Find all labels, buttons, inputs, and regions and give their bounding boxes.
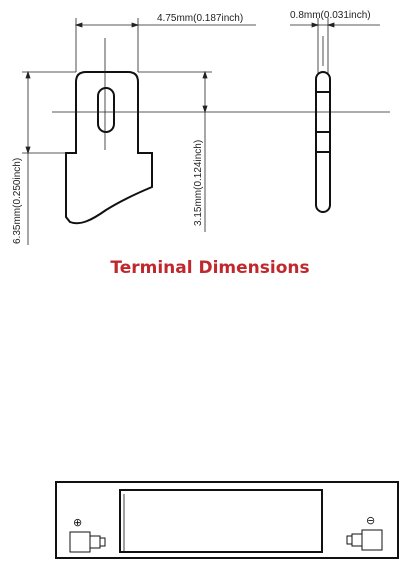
thickness-dimension-label: 0.8mm(0.031inch) [290,10,371,21]
terminal-slot-hole [97,87,115,133]
positive-terminal [69,531,106,553]
terminal-front-view [65,71,153,225]
terminal-side-view [315,71,331,213]
diagram-title: Terminal Dimensions [110,258,309,278]
battery-outer-case [55,481,399,559]
negative-terminal [346,529,383,551]
positive-terminal-symbol: ⊕ [73,516,82,529]
width-dimension [74,18,256,72]
total-height-dimension-label: 6.35mm(0.250inch) [12,158,23,244]
battery-top-view [55,481,399,559]
terminal-tab-outline [65,71,153,225]
battery-label-area [119,489,323,553]
hole-height-dimension-label: 3.15mm(0.124inch) [193,140,204,226]
thickness-dimension [290,18,380,74]
width-dimension-label: 4.75mm(0.187inch) [157,13,243,24]
center-lines [52,36,390,150]
total-height-dimension [22,70,76,245]
side-view-outline [315,71,331,213]
negative-terminal-symbol: ⊖ [366,514,375,527]
hole-height-dimension [138,70,212,232]
